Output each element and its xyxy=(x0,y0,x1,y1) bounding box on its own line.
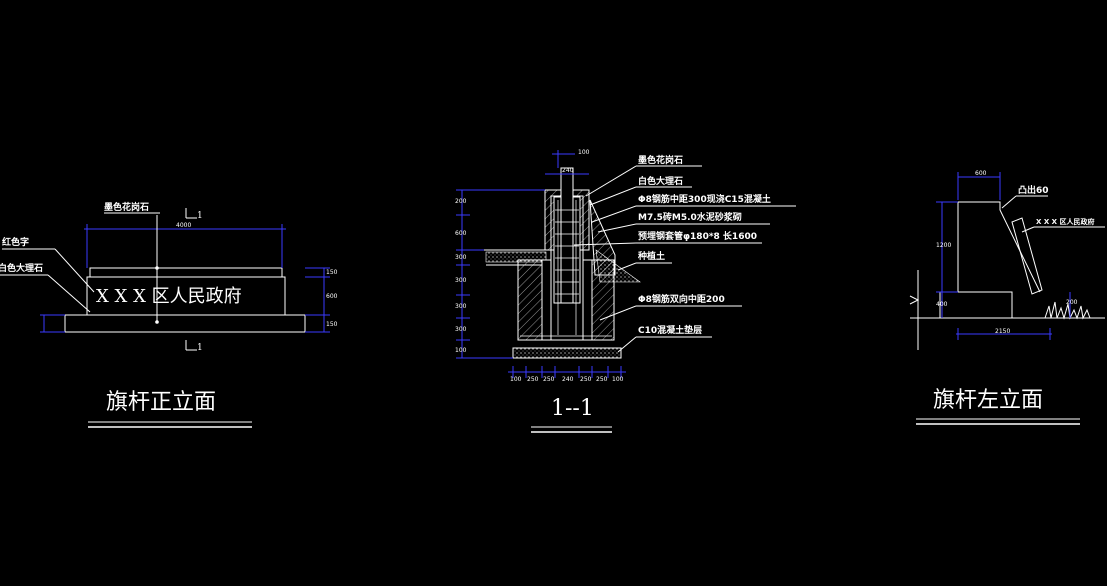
section-label-6: Φ8钢筋双向中距200 xyxy=(638,293,725,305)
section-label-1: 白色大理石 xyxy=(638,175,683,187)
section-bedding xyxy=(512,347,622,359)
section-dim-left-5: 300 xyxy=(455,326,467,333)
section-view: 100 240 200 600 300 300 300 300 100 xyxy=(455,149,796,433)
section-dim-bottom-5: 250 xyxy=(596,376,608,383)
side-label-text: X X X 区人民政府 xyxy=(1036,217,1095,226)
side-dim-top: 600 xyxy=(975,170,987,177)
section-label-3: M7.5砖M5.0水泥砂浆砌 xyxy=(638,211,742,223)
section-label-2: Φ8钢筋中距300现浇C15混凝土 xyxy=(638,193,771,205)
section-label-4: 预埋钢套管φ180*8 长1600 xyxy=(638,230,757,242)
front-title: 旗杆正立面 xyxy=(106,390,216,415)
section-dim-bottom-1: 250 xyxy=(527,376,539,383)
front-dim-width: 4000 xyxy=(176,222,191,229)
side-body xyxy=(957,201,1041,293)
side-dim-bottom: 2150 xyxy=(995,328,1010,335)
front-dim-h2: 600 xyxy=(326,293,338,300)
side-dim-r: 200 xyxy=(1066,299,1078,306)
section-dim-left-1: 600 xyxy=(455,230,467,237)
section-dim-left-3: 300 xyxy=(455,277,467,284)
side-base xyxy=(939,291,1013,319)
section-dim-left-0: 200 xyxy=(455,198,467,205)
front-dim-h1: 150 xyxy=(326,269,338,276)
section-label-0: 墨色花岗石 xyxy=(638,154,683,166)
section-dim-left-2: 300 xyxy=(455,254,467,261)
front-label-marble: 白色大理石 xyxy=(0,262,43,274)
front-section-bottom: 1 xyxy=(197,343,203,353)
front-dim-h3: 150 xyxy=(326,321,338,328)
section-label-5: 种植土 xyxy=(637,250,665,262)
section-leaders: 墨色花岗石 白色大理石 Φ8钢筋中距300现浇C15混凝土 M7.5砖M5.0水… xyxy=(573,154,796,353)
section-title: 1--1 xyxy=(551,396,594,421)
section-dim-bottom-4: 250 xyxy=(580,376,592,383)
section-dim-bottom-0: 100 xyxy=(510,376,522,383)
side-dim-h: 1200 xyxy=(936,242,951,249)
front-cap xyxy=(89,267,283,278)
section-dim-bottom-2: 250 xyxy=(543,376,555,383)
section-dim-left-6: 100 xyxy=(455,347,467,354)
front-sign-text: X X X 区人民政府 xyxy=(96,286,242,307)
front-elevation: 4000 150 600 150 1 1 墨色花岗石 红色字 白色大理石 X xyxy=(0,201,338,428)
front-label-red: 红色字 xyxy=(2,236,29,248)
section-label-7: C10混凝土垫层 xyxy=(638,324,702,336)
front-label-granite: 墨色花岗石 xyxy=(104,201,149,213)
section-dim-top: 100 xyxy=(578,149,590,156)
side-label-protrude: 凸出60 xyxy=(1018,184,1049,196)
side-elevation: 600 1200 400 2150 200 凸出60 X X X 区人民政府 旗… xyxy=(909,170,1105,425)
section-dim-top2: 240 xyxy=(562,167,574,174)
side-title: 旗杆左立面 xyxy=(933,388,1043,413)
section-dim-bottom-3: 240 xyxy=(562,376,574,383)
front-base xyxy=(64,314,306,333)
section-pipe xyxy=(560,167,574,304)
section-dim-bottom-6: 100 xyxy=(612,376,624,383)
section-dim-left-4: 300 xyxy=(455,303,467,310)
front-section-top: 1 xyxy=(197,211,203,221)
side-dim-base: 400 xyxy=(936,301,948,308)
